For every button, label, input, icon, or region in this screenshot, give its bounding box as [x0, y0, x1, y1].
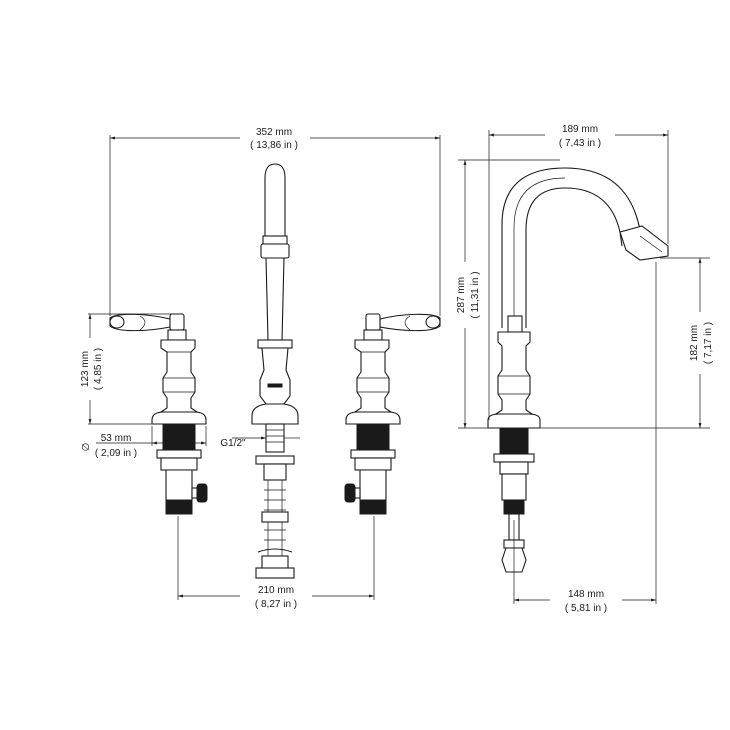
spout-height-metric: 182 mm [689, 325, 700, 361]
side-view-faucet [487, 167, 669, 573]
spout-reach-metric: 148 mm [568, 589, 604, 600]
overall-width-imperial: ( 13,86 in ) [250, 140, 298, 151]
total-height-imperial: ( 11,31 in ) [470, 271, 481, 318]
base-diameter-imperial: ( 2,09 in ) [95, 448, 137, 459]
dim-overall-width [109, 124, 441, 316]
right-valve [344, 313, 441, 515]
base-diameter-metric: 53 mm [101, 433, 132, 444]
side-width-imperial: ( 7,43 in ) [559, 138, 601, 149]
total-height-metric: 287 mm [456, 277, 467, 313]
side-width-metric: 189 mm [562, 124, 598, 135]
overall-width-metric: 352 mm [256, 127, 292, 138]
dim-base-diameter [96, 426, 207, 446]
center-distance-metric: 210 mm [258, 585, 294, 596]
dim-side-width [488, 121, 669, 420]
dim-handle-height [76, 313, 172, 425]
handle-height-metric: 123 mm [80, 351, 91, 387]
dim-spout-reach [513, 262, 657, 614]
left-valve [109, 313, 208, 515]
center-spout [251, 163, 299, 579]
diameter-symbol: ∅ [81, 443, 92, 452]
dim-spout-height [660, 257, 716, 428]
thread-label: G1/2" [220, 438, 246, 449]
handle-height-imperial: ( 4,85 in ) [93, 348, 104, 390]
dim-center-distance [177, 516, 375, 611]
spout-reach-imperial: ( 5,81 in ) [565, 603, 607, 614]
center-distance-imperial: ( 8,27 in ) [255, 599, 297, 610]
dim-total-height [452, 159, 710, 429]
spout-height-imperial: ( 7,17 in ) [703, 322, 714, 364]
